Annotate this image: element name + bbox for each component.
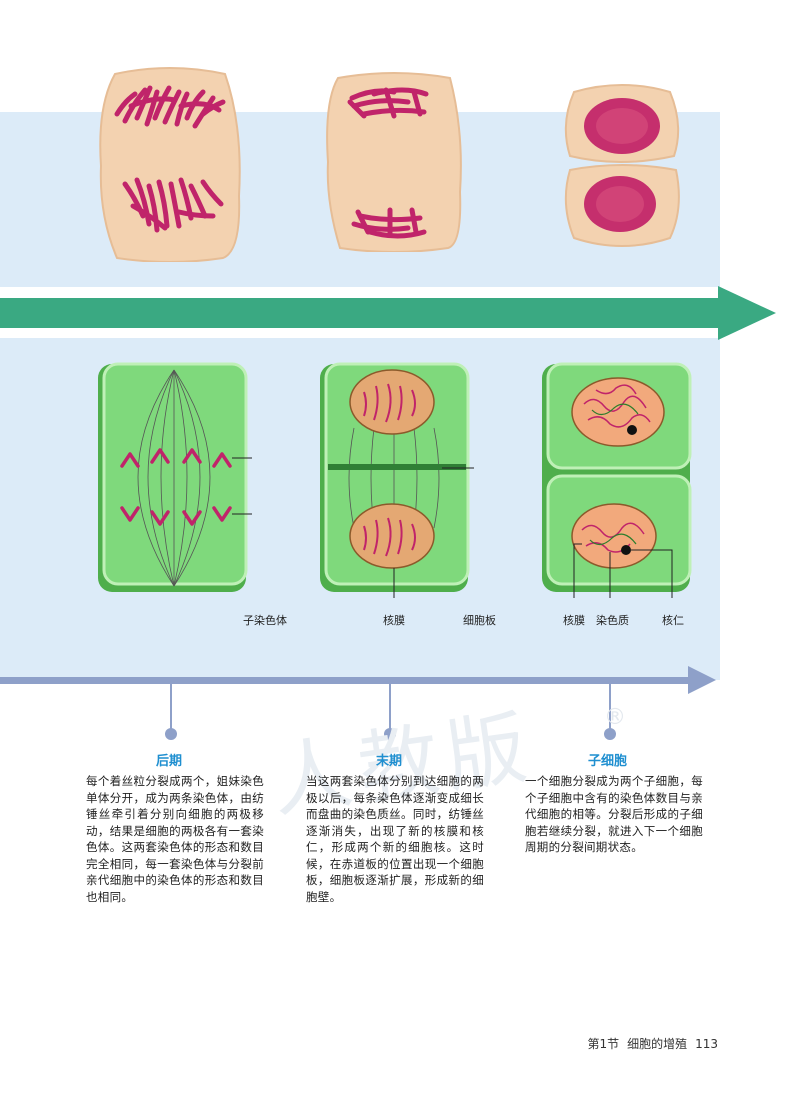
footer-section: 第1节 <box>587 1037 620 1051</box>
green-arrow-bar <box>0 298 720 328</box>
stage-text-daughter-cells: 一个细胞分裂成为两个子细胞，每个子细胞中含有的染色体数目与亲代细胞的相等。分裂后… <box>525 774 703 854</box>
label-daughter-chromosome: 子染色体 <box>243 614 287 627</box>
telophase-diagram <box>320 362 474 598</box>
footer-title: 细胞的增殖 <box>627 1037 688 1051</box>
stage-title-anaphase: 后期 <box>156 754 183 769</box>
timeline-bar <box>0 677 690 684</box>
label-chromatin: 染色质 <box>596 614 629 627</box>
anaphase-micrograph <box>99 67 241 262</box>
stage-title-telophase: 末期 <box>376 754 403 769</box>
stage-text-anaphase: 每个着丝粒分裂成两个，姐妹染色单体分开，成为两条染色体，由纺锤丝牵引着分别向细胞… <box>86 774 264 904</box>
daughter-cells-diagram <box>542 362 692 598</box>
daughter-cells-micrograph <box>564 84 680 247</box>
label-cell-plate: 细胞板 <box>463 614 496 627</box>
telophase-micrograph <box>326 72 462 252</box>
registered-mark: ® <box>604 705 626 730</box>
green-arrow-head <box>718 286 776 340</box>
timeline-tick-anaphase <box>165 684 177 740</box>
page-footer: 第1节细胞的增殖 113 <box>579 1035 718 1052</box>
label-nucleolus: 核仁 <box>662 614 684 627</box>
stage-title-daughter-cells: 子细胞 <box>588 754 628 769</box>
label-nuclear-membrane-daughter: 核膜 <box>563 614 585 627</box>
label-nuclear-membrane-telophase: 核膜 <box>383 614 405 627</box>
page-number: 113 <box>695 1037 718 1051</box>
timeline-tick-telophase <box>384 684 396 740</box>
stage-text-telophase: 当这两套染色体分别到达细胞的两极以后，每条染色体逐渐变成细长而盘曲的染色质丝。同… <box>306 774 484 904</box>
timeline-arrow-head <box>688 666 716 694</box>
anaphase-diagram <box>98 362 252 592</box>
timeline-tick-daughter <box>604 684 616 740</box>
